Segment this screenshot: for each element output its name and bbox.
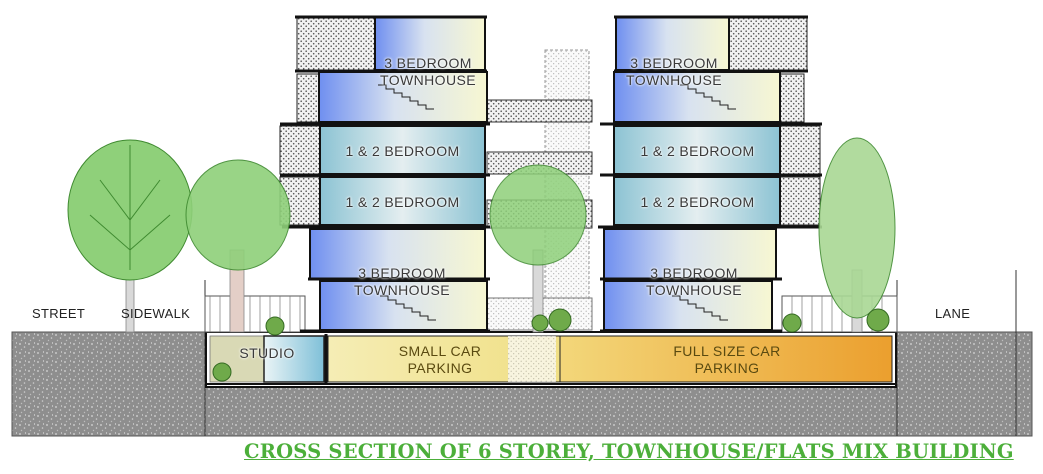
left-flat-lower-label: 1 & 2 BEDROOM <box>345 194 460 210</box>
full-parking-line2: PARKING <box>694 360 760 376</box>
right-flat-upper-label: 1 & 2 BEDROOM <box>640 143 755 159</box>
tree-courtyard <box>489 164 587 333</box>
drawing-title: CROSS SECTION OF 6 STOREY, TOWNHOUSE/FLA… <box>244 440 1014 463</box>
right-townhouse-bottom-label: 3 BEDROOM TOWNHOUSE <box>646 265 742 298</box>
full-size-car-parking-label: FULL SIZE CAR PARKING <box>652 343 802 377</box>
small-parking-line2: PARKING <box>407 360 473 376</box>
lane-label: LANE <box>935 306 971 321</box>
tree-lane <box>818 137 896 333</box>
small-car-parking-label: SMALL CAR PARKING <box>380 343 500 377</box>
tree-sidewalk <box>185 159 291 333</box>
full-parking-line1: FULL SIZE CAR <box>673 343 781 359</box>
right-townhouse-top-label: 3 BEDROOM TOWNHOUSE <box>626 55 722 88</box>
shrubs <box>265 308 890 336</box>
street-label: STREET <box>32 306 86 321</box>
tree-street <box>67 139 193 333</box>
small-parking-line1: SMALL CAR <box>398 343 482 359</box>
studio-label: STUDIO <box>239 345 295 361</box>
left-townhouse-top-label: 3 BEDROOM TOWNHOUSE <box>380 55 476 88</box>
basement <box>205 331 897 388</box>
left-townhouse-bottom-label: 3 BEDROOM TOWNHOUSE <box>354 265 450 298</box>
sidewalk-label: SIDEWALK <box>121 306 191 321</box>
left-tower <box>204 15 490 333</box>
left-flat-upper-label: 1 & 2 BEDROOM <box>345 143 460 159</box>
right-flat-lower-label: 1 & 2 BEDROOM <box>640 194 755 210</box>
